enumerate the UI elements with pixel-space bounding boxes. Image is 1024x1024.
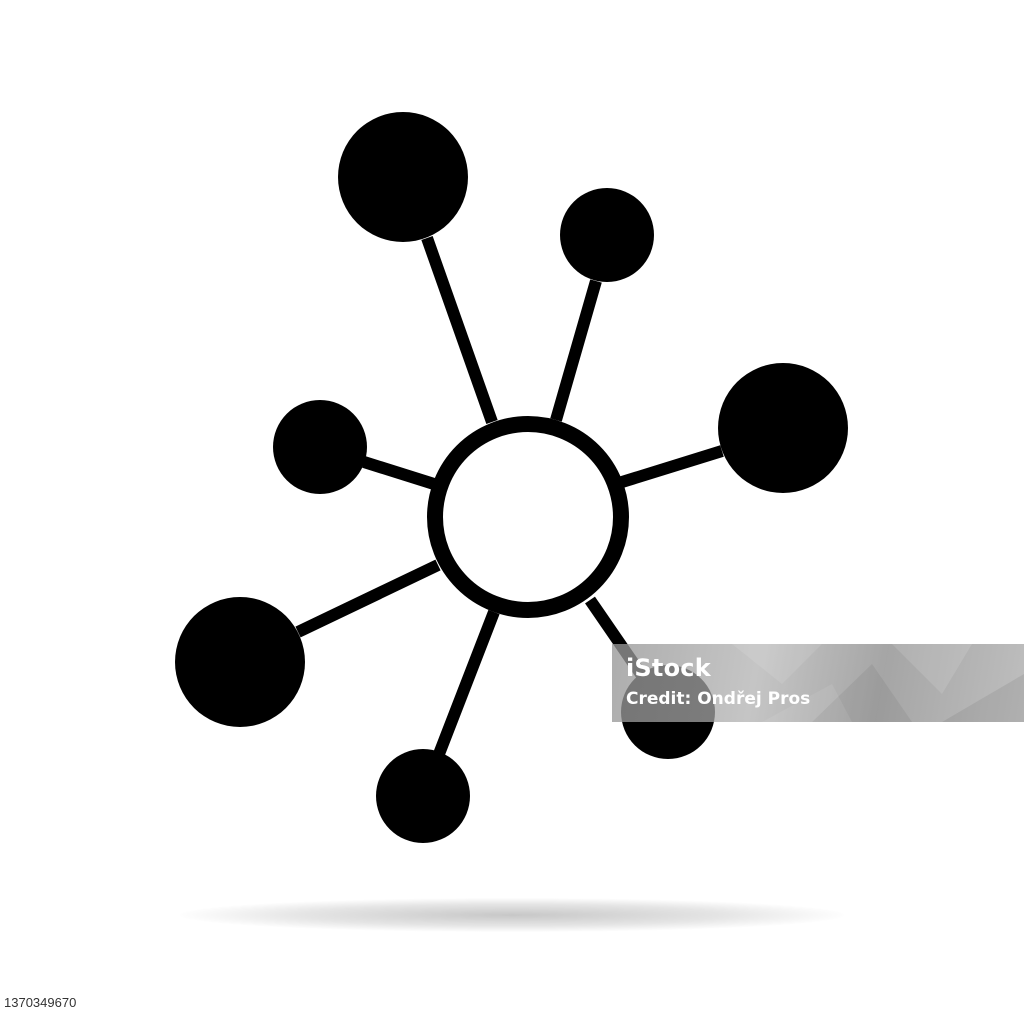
- watermark-banner: iStock Credit: Ondřej Pros: [612, 644, 1024, 722]
- watermark-credit: Credit: Ondřej Pros: [626, 689, 811, 709]
- connector-line: [421, 236, 498, 424]
- satellite-node: [175, 597, 305, 727]
- connector-line: [620, 445, 724, 488]
- connector-line: [295, 559, 441, 638]
- watermark-brand: iStock: [626, 654, 711, 682]
- satellite-node: [376, 749, 470, 843]
- drop-shadow: [180, 898, 844, 932]
- connector-line: [433, 609, 500, 757]
- hub-ring: [427, 416, 629, 618]
- satellite-node: [718, 363, 848, 493]
- connector-line: [362, 456, 436, 490]
- satellite-nodes: [175, 112, 848, 843]
- satellite-node: [560, 188, 654, 282]
- satellite-node: [338, 112, 468, 242]
- satellite-node: [273, 400, 367, 494]
- connector-line: [550, 279, 602, 422]
- stock-id-label: 1370349670: [0, 992, 94, 1014]
- watermark-pattern: [732, 644, 1024, 722]
